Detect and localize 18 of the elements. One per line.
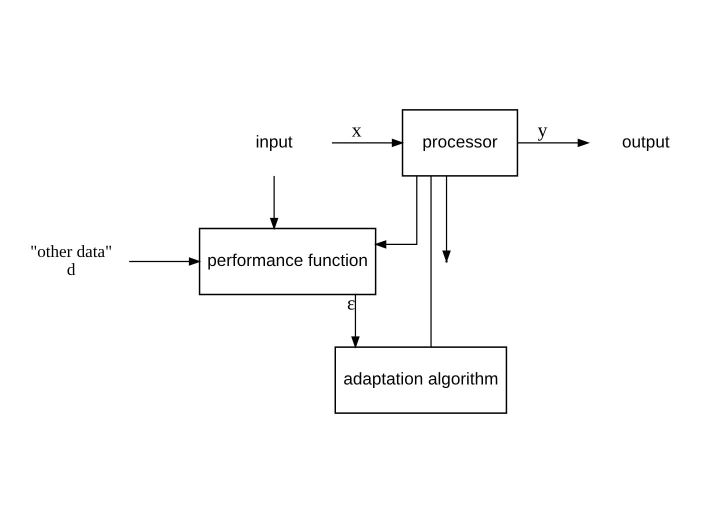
arrow: [332, 138, 404, 148]
node-box: processor: [402, 109, 518, 177]
connector: [430, 176, 432, 347]
arrow: [374, 176, 418, 249]
node-box: adaptation algorithm: [334, 346, 508, 414]
node-text: d: [66, 260, 76, 280]
edge-label: y: [538, 120, 548, 142]
edge-label: ε: [347, 293, 356, 314]
arrow: [442, 176, 451, 263]
node-box: performance function: [198, 228, 376, 296]
arrow: [518, 138, 590, 148]
arrow: [129, 257, 202, 266]
arrow: [270, 176, 278, 230]
node-label: "other data": [30, 242, 112, 261]
node-text: input: [256, 132, 293, 152]
arrow: [351, 294, 360, 349]
node-text: output: [622, 132, 670, 152]
edge-label: x: [352, 120, 362, 142]
